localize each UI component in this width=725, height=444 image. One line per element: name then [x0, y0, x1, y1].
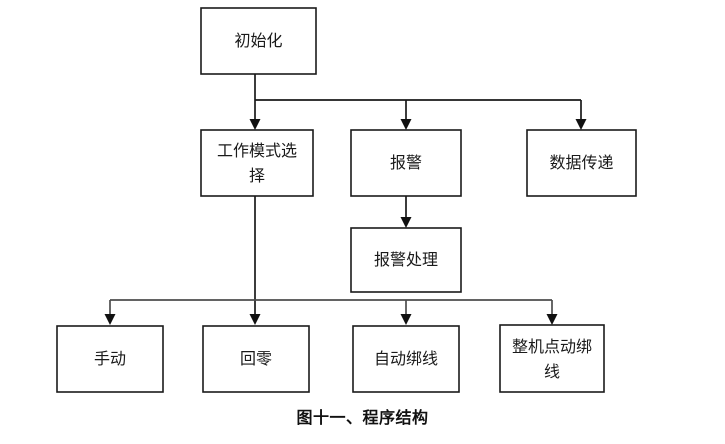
node-auto-bind[interactable]: 自动绑线	[352, 325, 460, 393]
arrowhead-auto-bind	[400, 314, 412, 325]
node-work-mode[interactable]: 工作模式选 择	[200, 129, 314, 197]
node-init[interactable]: 初始化	[200, 7, 317, 75]
node-work-mode-label-line2: 择	[249, 167, 265, 185]
node-data-transfer-label: 数据传递	[549, 154, 613, 172]
connectors-group	[104, 74, 587, 325]
node-auto-bind-label: 自动绑线	[374, 350, 438, 368]
node-alarm-handling-label: 报警处理	[374, 251, 438, 269]
node-manual-label: 手动	[94, 350, 126, 368]
node-data-transfer[interactable]: 数据传递	[526, 129, 637, 197]
arrowhead-return-zero	[249, 314, 261, 325]
node-init-rect[interactable]	[200, 7, 317, 75]
arrowhead-data-transfer	[575, 119, 587, 130]
node-manual[interactable]: 手动	[56, 325, 164, 393]
node-return-zero-label: 回零	[240, 351, 272, 368]
node-jog-bind-label-line2: 线	[544, 363, 560, 381]
node-work-mode-label-line1: 工作模式选	[217, 142, 297, 160]
node-return-zero[interactable]: 回零	[202, 325, 310, 393]
arrowhead-alarm	[400, 119, 412, 130]
node-alarm-handling-rect[interactable]	[350, 227, 462, 293]
node-alarm-rect[interactable]	[350, 129, 462, 197]
arrowhead-work-mode	[249, 119, 261, 130]
node-alarm[interactable]: 报警	[350, 129, 462, 197]
node-data-transfer-rect[interactable]	[526, 129, 637, 197]
node-jog-bind-rect[interactable]	[499, 324, 605, 393]
node-manual-rect[interactable]	[56, 325, 164, 393]
arrowhead-jog-bind	[546, 314, 558, 325]
node-alarm-handling[interactable]: 报警处理	[350, 227, 462, 293]
arrowhead-manual	[104, 314, 116, 325]
node-jog-bind[interactable]: 整机点动绑 线	[499, 324, 605, 393]
node-alarm-label: 报警	[390, 154, 422, 172]
node-auto-bind-rect[interactable]	[352, 325, 460, 393]
node-init-label: 初始化	[234, 32, 282, 50]
node-return-zero-rect[interactable]	[202, 325, 310, 393]
arrowhead-alarm-handling	[400, 217, 412, 228]
node-work-mode-rect[interactable]	[200, 129, 314, 197]
node-jog-bind-label-line1: 整机点动绑	[512, 338, 592, 356]
figure-caption: 图十一、程序结构	[296, 410, 429, 427]
